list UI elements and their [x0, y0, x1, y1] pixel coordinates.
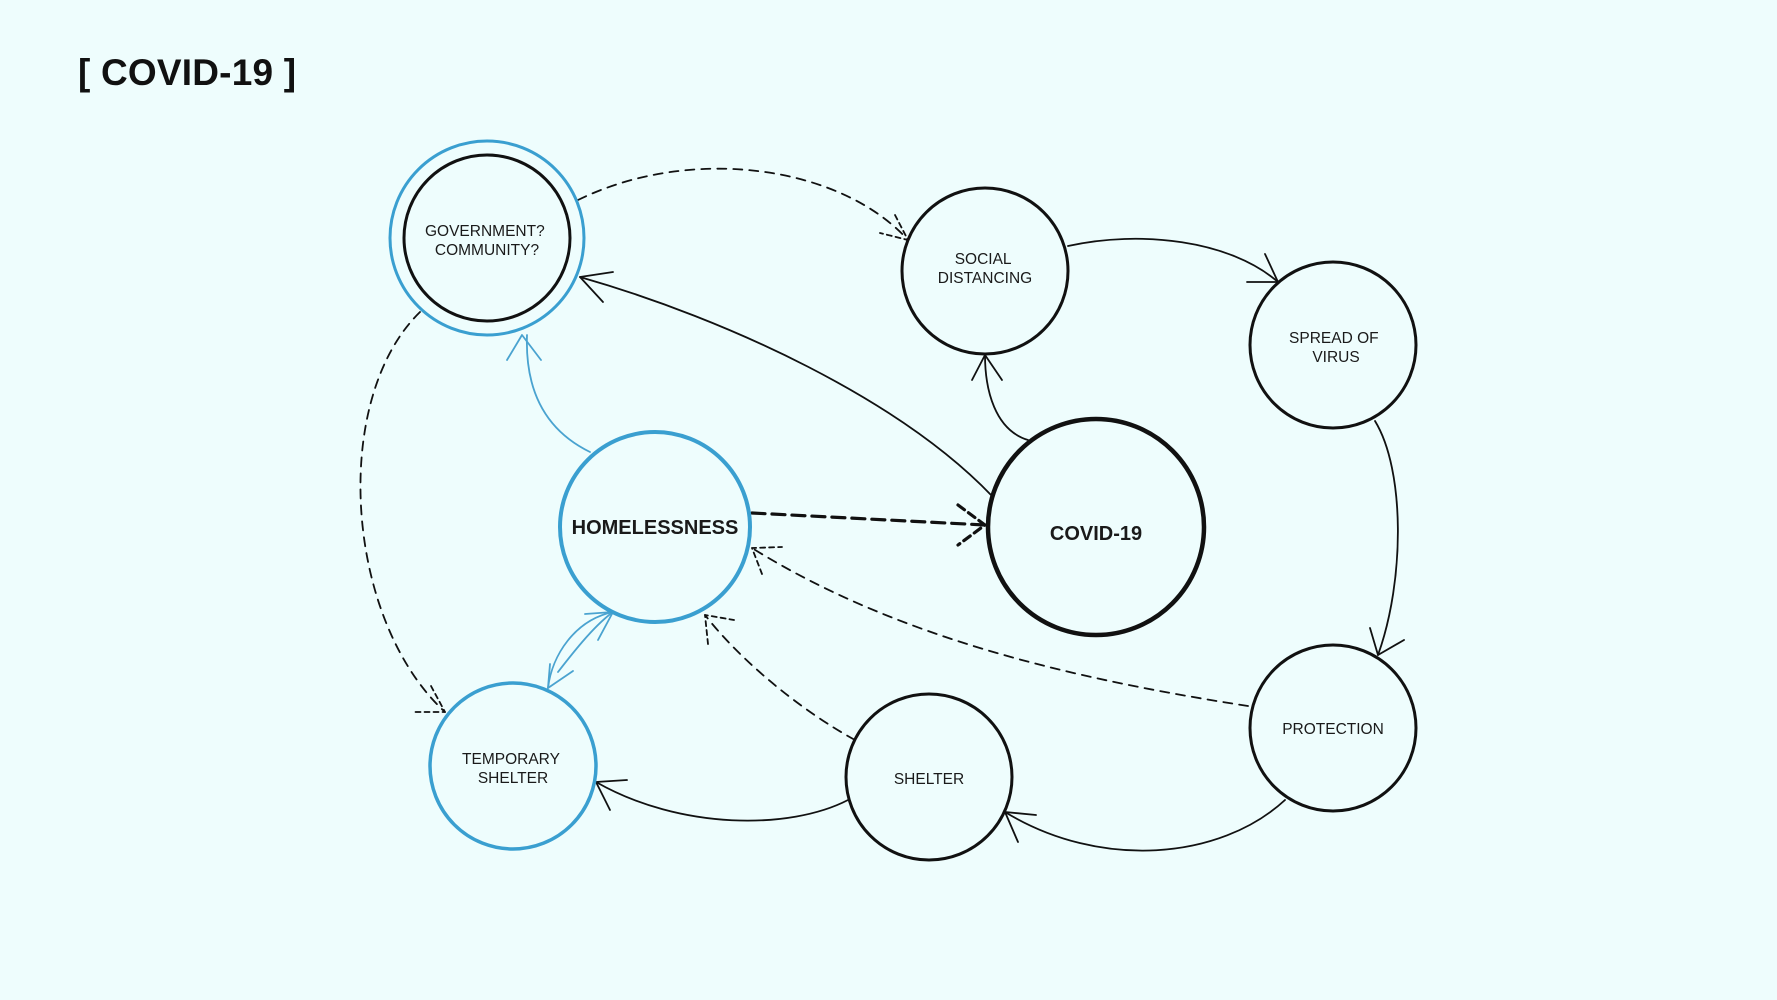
svg-text:PROTECTION: PROTECTION [1282, 721, 1384, 738]
node-social-distancing: SOCIAL DISTANCING [900, 186, 1070, 356]
node-label-shelter: SHELTER [894, 771, 964, 788]
arrowhead-homelessness-from-shelter [704, 614, 735, 645]
node-label-temporary-shelter-line2: SHELTER [478, 770, 548, 787]
node-protection: PROTECTION [1248, 643, 1418, 813]
edge-shelter-to-temporary-shelter [595, 781, 849, 822]
arrowhead-government-from-homelessness [506, 334, 542, 361]
slide-title: [ COVID-19 ] [78, 52, 297, 93]
node-covid19: COVID-19 [985, 416, 1207, 638]
arrowhead-temporary-shelter-from-homelessness [547, 663, 574, 689]
svg-text:GOVERNMENT? COMMUNIT: GOVERNMENT? COMMUNITY? [425, 223, 549, 259]
edge-protection-to-homelessness [751, 547, 1249, 707]
node-label-covid19: COVID-19 [1050, 523, 1142, 545]
node-label-social-distancing-line2: DISTANCING [938, 270, 1032, 287]
node-shelter: SHELTER [844, 692, 1014, 862]
svg-text:COVID-19: COVID-19 [1050, 523, 1142, 545]
edge-shelter-to-homelessness [704, 614, 856, 741]
node-label-temporary-shelter-line1: TEMPORARY [462, 751, 560, 768]
node-label-spread-of-virus-line2: VIRUS [1312, 349, 1359, 366]
arrowhead-protection-from-spread-of-virus [1369, 627, 1405, 656]
arrowhead-government-from-covid19 [579, 271, 614, 303]
svg-text:SOCIAL DISTANCING: SOCIAL DISTANCING [938, 251, 1032, 287]
edge-layer [359, 167, 1405, 852]
arrowhead-homelessness-from-protection [751, 546, 783, 575]
node-label-government-line1: GOVERNMENT? [425, 223, 545, 240]
svg-text:HOMELESSNESS: HOMELESSNESS [572, 517, 739, 539]
node-temporary-shelter: TEMPORARY SHELTER [428, 681, 598, 851]
svg-text:SHELTER: SHELTER [894, 771, 964, 788]
edge-government-to-social-distancing [577, 167, 909, 241]
node-spread-of-virus: SPREAD OF VIRUS [1248, 260, 1418, 430]
edge-protection-to-shelter [1004, 799, 1286, 852]
svg-text:TEMPORARY SHELTER: TEMPORARY SHELTER [462, 751, 564, 787]
node-homelessness: HOMELESSNESS [558, 430, 752, 624]
node-label-spread-of-virus-line1: SPREAD OF [1289, 330, 1379, 347]
node-government-community: GOVERNMENT? COMMUNITY? [388, 139, 586, 337]
node-label-government-line2: COMMUNITY? [435, 242, 540, 259]
edge-homelessness-to-government [526, 334, 591, 453]
node-label-protection: PROTECTION [1282, 721, 1384, 738]
edge-covid19-to-government [579, 276, 993, 497]
edge-temporary-shelter-to-homelessness [557, 611, 614, 673]
edge-government-to-temporary-shelter [359, 311, 446, 713]
node-label-social-distancing-line1: SOCIAL [955, 251, 1012, 268]
arrowhead-temporary-shelter-from-government [414, 685, 446, 713]
edge-social-distancing-to-spread-of-virus [1067, 237, 1279, 283]
node-layer: GOVERNMENT? COMMUNITY? SOCIAL DISTANCING… [388, 139, 1418, 862]
edge-homelessness-to-covid19 [750, 511, 987, 527]
edge-homelessness-to-temporary-shelter [547, 611, 614, 689]
edge-spread-of-virus-to-protection [1374, 420, 1399, 656]
arrowhead-covid19-from-homelessness [956, 503, 987, 547]
node-label-homelessness: HOMELESSNESS [572, 517, 739, 539]
svg-text:SPREAD OF VIRUS: SPREAD OF VIRUS [1289, 330, 1383, 366]
edge-covid19-to-social-distancing [984, 354, 1029, 441]
